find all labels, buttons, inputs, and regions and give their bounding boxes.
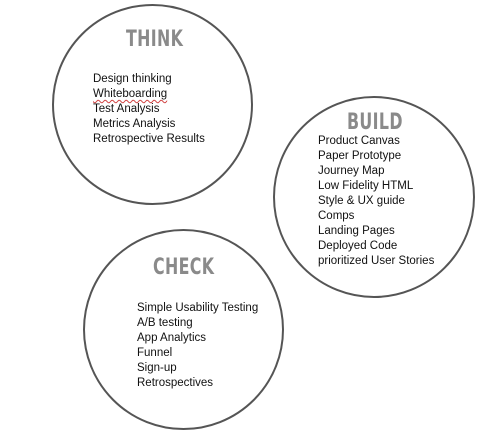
build-item: prioritized User Stories	[318, 255, 435, 267]
build-item: Product Canvas	[318, 135, 400, 147]
build-heading: BUILD	[347, 110, 403, 135]
check-item: Retrospectives	[137, 377, 214, 389]
check-item: Simple Usability Testing	[137, 302, 259, 314]
think-circle	[52, 4, 253, 205]
check-item: Sign-up	[137, 362, 177, 374]
build-item: Paper Prototype	[318, 150, 402, 162]
build-item: Low Fidelity HTML	[318, 180, 414, 192]
think-item: Test Analysis	[93, 103, 160, 115]
build-item: Journey Map	[318, 165, 385, 177]
check-item: A/B testing	[137, 317, 193, 329]
check-item: Funnel	[137, 347, 173, 359]
build-item-list: Product Canvas Paper Prototype Journey M…	[318, 134, 434, 269]
think-heading: THINK	[126, 27, 184, 52]
check-circle	[83, 229, 284, 430]
build-item: Landing Pages	[318, 225, 395, 237]
build-item: Comps	[318, 210, 355, 222]
think-item-list: Design thinking Whiteboarding Test Analy…	[93, 72, 205, 147]
check-item-list: Simple Usability Testing A/B testing App…	[137, 301, 258, 391]
build-item: Style & UX guide	[318, 195, 405, 207]
think-item: Design thinking	[93, 73, 172, 85]
think-item: Retrospective Results	[93, 133, 205, 145]
build-circle	[273, 96, 475, 298]
check-heading: CHECK	[153, 255, 215, 280]
check-item: App Analytics	[137, 332, 207, 344]
think-item: Metrics Analysis	[93, 118, 176, 130]
think-item: Whiteboarding	[93, 88, 168, 100]
build-item: Deployed Code	[318, 240, 398, 252]
